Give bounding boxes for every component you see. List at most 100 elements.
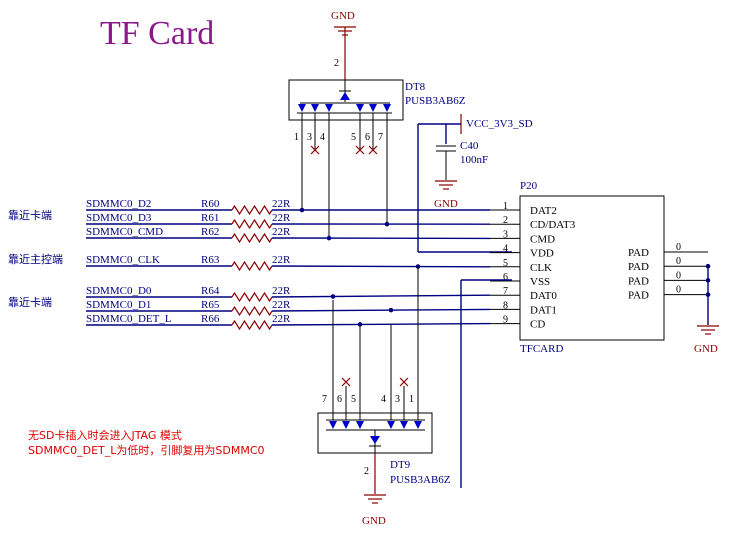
signal-net-label: SDMMC0_CLK [86,254,160,266]
connector-pin-number: 3 [503,229,508,240]
dt8-gnd-label: GND [331,10,355,22]
note-line-1: 无SD卡插入时会进入JTAG 模式 [28,428,182,442]
connector-pin-number: 6 [503,272,508,283]
dt9-part: PUSB3AB6Z [390,474,451,486]
signal-wire-right [271,322,491,326]
resistor-value: 22R [272,212,291,224]
dt8-ref: DT8 [405,81,426,93]
connector-pin-name: DAT2 [530,205,557,217]
group-label-card-1: 靠近卡端 [8,208,52,222]
resistor-ref: R63 [201,254,220,266]
connector-pin-number: 2 [503,215,508,226]
resistor-symbol [231,319,273,331]
dt8-pin-5: 5 [351,132,356,143]
connector-pin-name: VDD [530,248,554,260]
signal-net-label: SDMMC0_D3 [86,212,152,224]
dt9-pin-6: 6 [337,394,342,405]
dt9-pin-3: 3 [395,394,400,405]
resistor-symbol [231,260,273,272]
c40-value: 100nF [460,154,488,166]
connector-ref: P20 [520,180,538,192]
junction-dot [330,294,336,299]
resistor-symbol [231,291,273,303]
pad-pin-number: 0 [676,285,681,296]
pad-pin-name: PAD [628,290,649,302]
resistor-symbol [231,232,273,244]
vcc-net-label: VCC_3V3_SD [466,118,533,130]
resistor-value: 22R [272,226,291,238]
dt8-tvs-array: GND 2 1 3 4 5 6 7 DT8 [288,10,466,238]
connector-pin-number: 5 [503,258,508,269]
schematic-title: TF Card [100,15,214,52]
pad-pin-name: PAD [628,275,649,287]
pad-gnd-label: GND [694,343,718,355]
signal-net-label: SDMMC0_DET_L [86,313,172,325]
dt9-pin-7: 7 [322,394,327,405]
pad-pin-number: 0 [676,270,681,281]
dt9-pin-5: 5 [351,394,356,405]
dt8-pin-6: 6 [365,132,370,143]
connector-pin-number: 8 [503,300,508,311]
signal-wire-right [271,265,491,268]
resistor-ref: R61 [201,212,219,224]
signal-net-label: SDMMC0_D2 [86,198,151,210]
signal-net-label: SDMMC0_CMD [86,226,163,238]
dt8-pin-1: 1 [294,132,299,143]
connector-pin-number: 7 [503,286,508,297]
pad-pin-number: 0 [676,256,681,267]
connector-pin-name: DAT0 [530,290,557,302]
signal-net-label: SDMMC0_D0 [86,285,152,297]
junction-dot [388,307,394,313]
resistor-ref: R66 [201,313,220,325]
dt9-pin-4: 4 [381,394,386,405]
junction-dot [357,322,363,327]
connector-pin-name: CLK [530,262,552,274]
resistor-symbol [231,218,273,230]
connector-pin-name: VSS [530,276,550,288]
resistor-ref: R62 [201,226,219,238]
resistor-value: 22R [272,254,291,266]
signal-wire-right [271,294,491,298]
connector-pin-name: CD [530,319,545,331]
junction-dot [299,207,305,213]
dt9-ref: DT9 [390,459,411,471]
dt8-pin-7: 7 [378,132,383,143]
resistor-value: 22R [272,313,291,325]
dt9-gnd-label: GND [362,515,386,527]
signal-wire-right [271,308,491,312]
pad-pin-number: 0 [676,242,681,253]
resistor-ref: R64 [201,285,220,297]
junction-dot [326,235,332,241]
dt9-pin-bottom: 2 [364,466,369,477]
group-label-card-2: 靠近卡端 [8,295,52,309]
dt8-body [288,79,404,121]
resistor-symbol [231,204,273,216]
resistor-symbol [231,305,273,317]
c40-ref: C40 [460,140,479,152]
resistor-value: 22R [272,198,291,210]
connector-pin-name: CD/DAT3 [530,219,576,231]
dt9-pin-1: 1 [409,394,414,405]
vcc-decoupling: VCC_3V3_SD C40 100nF GND [417,114,533,253]
connector-name: TFCARD [520,343,563,355]
pad-pin-name: PAD [628,261,649,273]
dt8-pin-3: 3 [307,132,312,143]
pad-pin-name: PAD [628,247,649,259]
resistor-ref: R65 [201,299,220,311]
resistor-value: 22R [272,285,291,297]
resistor-value: 22R [272,299,291,311]
connector-pin-number: 1 [503,201,508,212]
dt8-pin-4: 4 [320,132,325,143]
note-line-2: SDMMC0_DET_L为低时，引脚复用为SDMMC0 [28,443,265,457]
connector-pin-number: 9 [503,315,508,326]
junction-dot [384,221,390,227]
signal-net-label: SDMMC0_D1 [86,299,151,311]
dt8-pin-top: 2 [334,58,339,69]
group-label-host: 靠近主控端 [8,252,63,266]
dt9-tvs-array: 7 6 5 4 3 1 2 GND DT9 PUSB3AB6Z [317,266,451,527]
dt8-part: PUSB3AB6Z [405,95,466,107]
c40-gnd-label: GND [434,198,458,210]
